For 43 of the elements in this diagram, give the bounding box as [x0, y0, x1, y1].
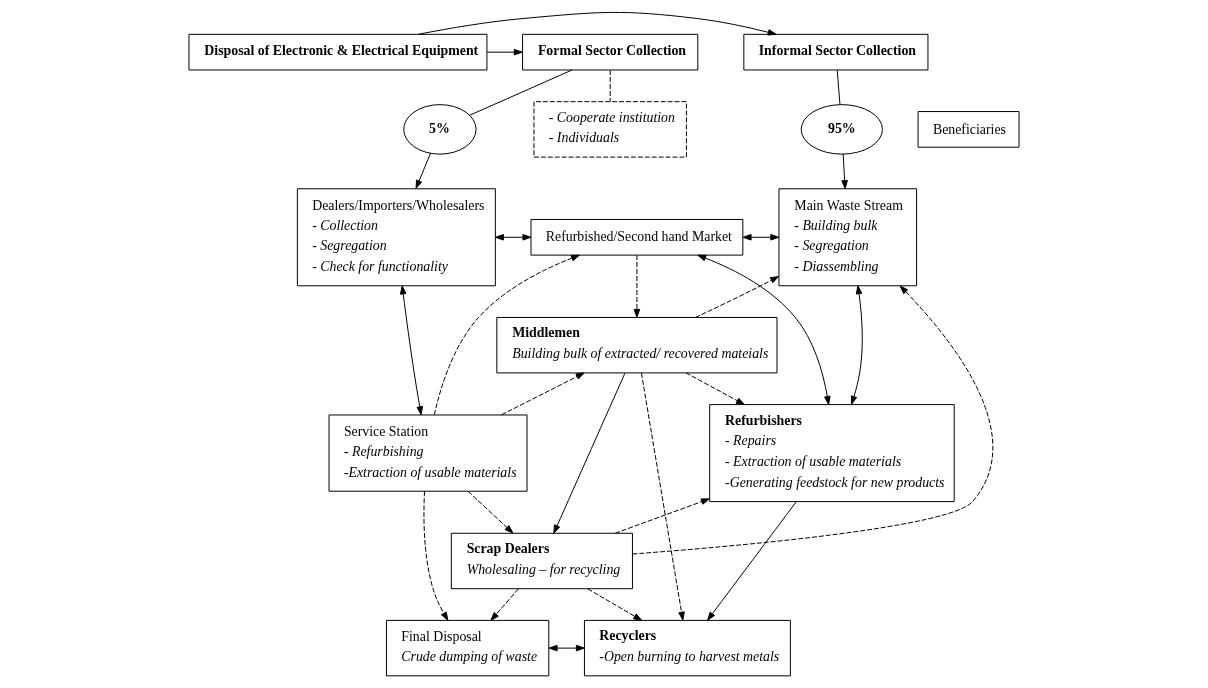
- arrow: [614, 498, 710, 534]
- arrow: [587, 588, 643, 621]
- arrow: [486, 48, 523, 56]
- node-box: Informal Sector Collection: [743, 33, 929, 71]
- arrow: [707, 501, 797, 621]
- arrow: [548, 644, 585, 652]
- arrow: [495, 234, 532, 241]
- arrow: [433, 254, 580, 416]
- arrow: [742, 234, 780, 241]
- node-box: Formal Sector Collection: [522, 33, 699, 71]
- node-box: Refurbished/Second hand Market: [530, 218, 744, 256]
- arrow: [633, 254, 641, 318]
- arrow: [632, 285, 994, 555]
- node-box: Final Disposal Crude dumping of waste: [385, 619, 550, 677]
- connector: [469, 69, 573, 116]
- node-box: Middlemen Building bulk of extracted/ recovered mateials: [496, 316, 778, 374]
- node-box: Refurbishers - Repairs - Extraction of usable materials -Generating feedstock for new products: [709, 404, 955, 503]
- arrow: [423, 490, 449, 621]
- arrow: [640, 372, 685, 621]
- arrow: [467, 490, 514, 534]
- node-box: - Cooperate institution - Individuals: [533, 101, 687, 158]
- arrow: [501, 372, 585, 416]
- node-box: Dealers/Importers/Wholesalers - Collection - Segregation - Check for functionality: [296, 188, 496, 287]
- node-box: Main Waste Stream - Building bulk - Segregation - Diassembling: [778, 188, 918, 287]
- node-box: Recyclers -Open burning to harvest metals: [583, 619, 791, 677]
- node-box: Beneficiaries: [917, 111, 1020, 148]
- arrow: [399, 285, 423, 416]
- arrow: [685, 372, 745, 406]
- node-ellipse: 5%: [403, 104, 477, 155]
- node-ellipse: 95%: [800, 104, 883, 155]
- node-box: Scrap Dealers Wholesaling – for recycling: [450, 532, 633, 590]
- arrow: [695, 276, 780, 318]
- arrow: [841, 153, 848, 190]
- arrow: [490, 588, 519, 621]
- arrow: [697, 254, 831, 405]
- connector: [609, 69, 611, 103]
- arrow: [417, 11, 777, 36]
- connector: [836, 69, 841, 106]
- arrow: [553, 372, 626, 534]
- node-box: Service Station - Refurbishing -Extraction of usable materials: [328, 414, 528, 492]
- node-box: Disposal of Electronic & Electrical Equipment: [188, 33, 488, 71]
- arrow: [850, 285, 863, 405]
- arrow: [415, 152, 432, 189]
